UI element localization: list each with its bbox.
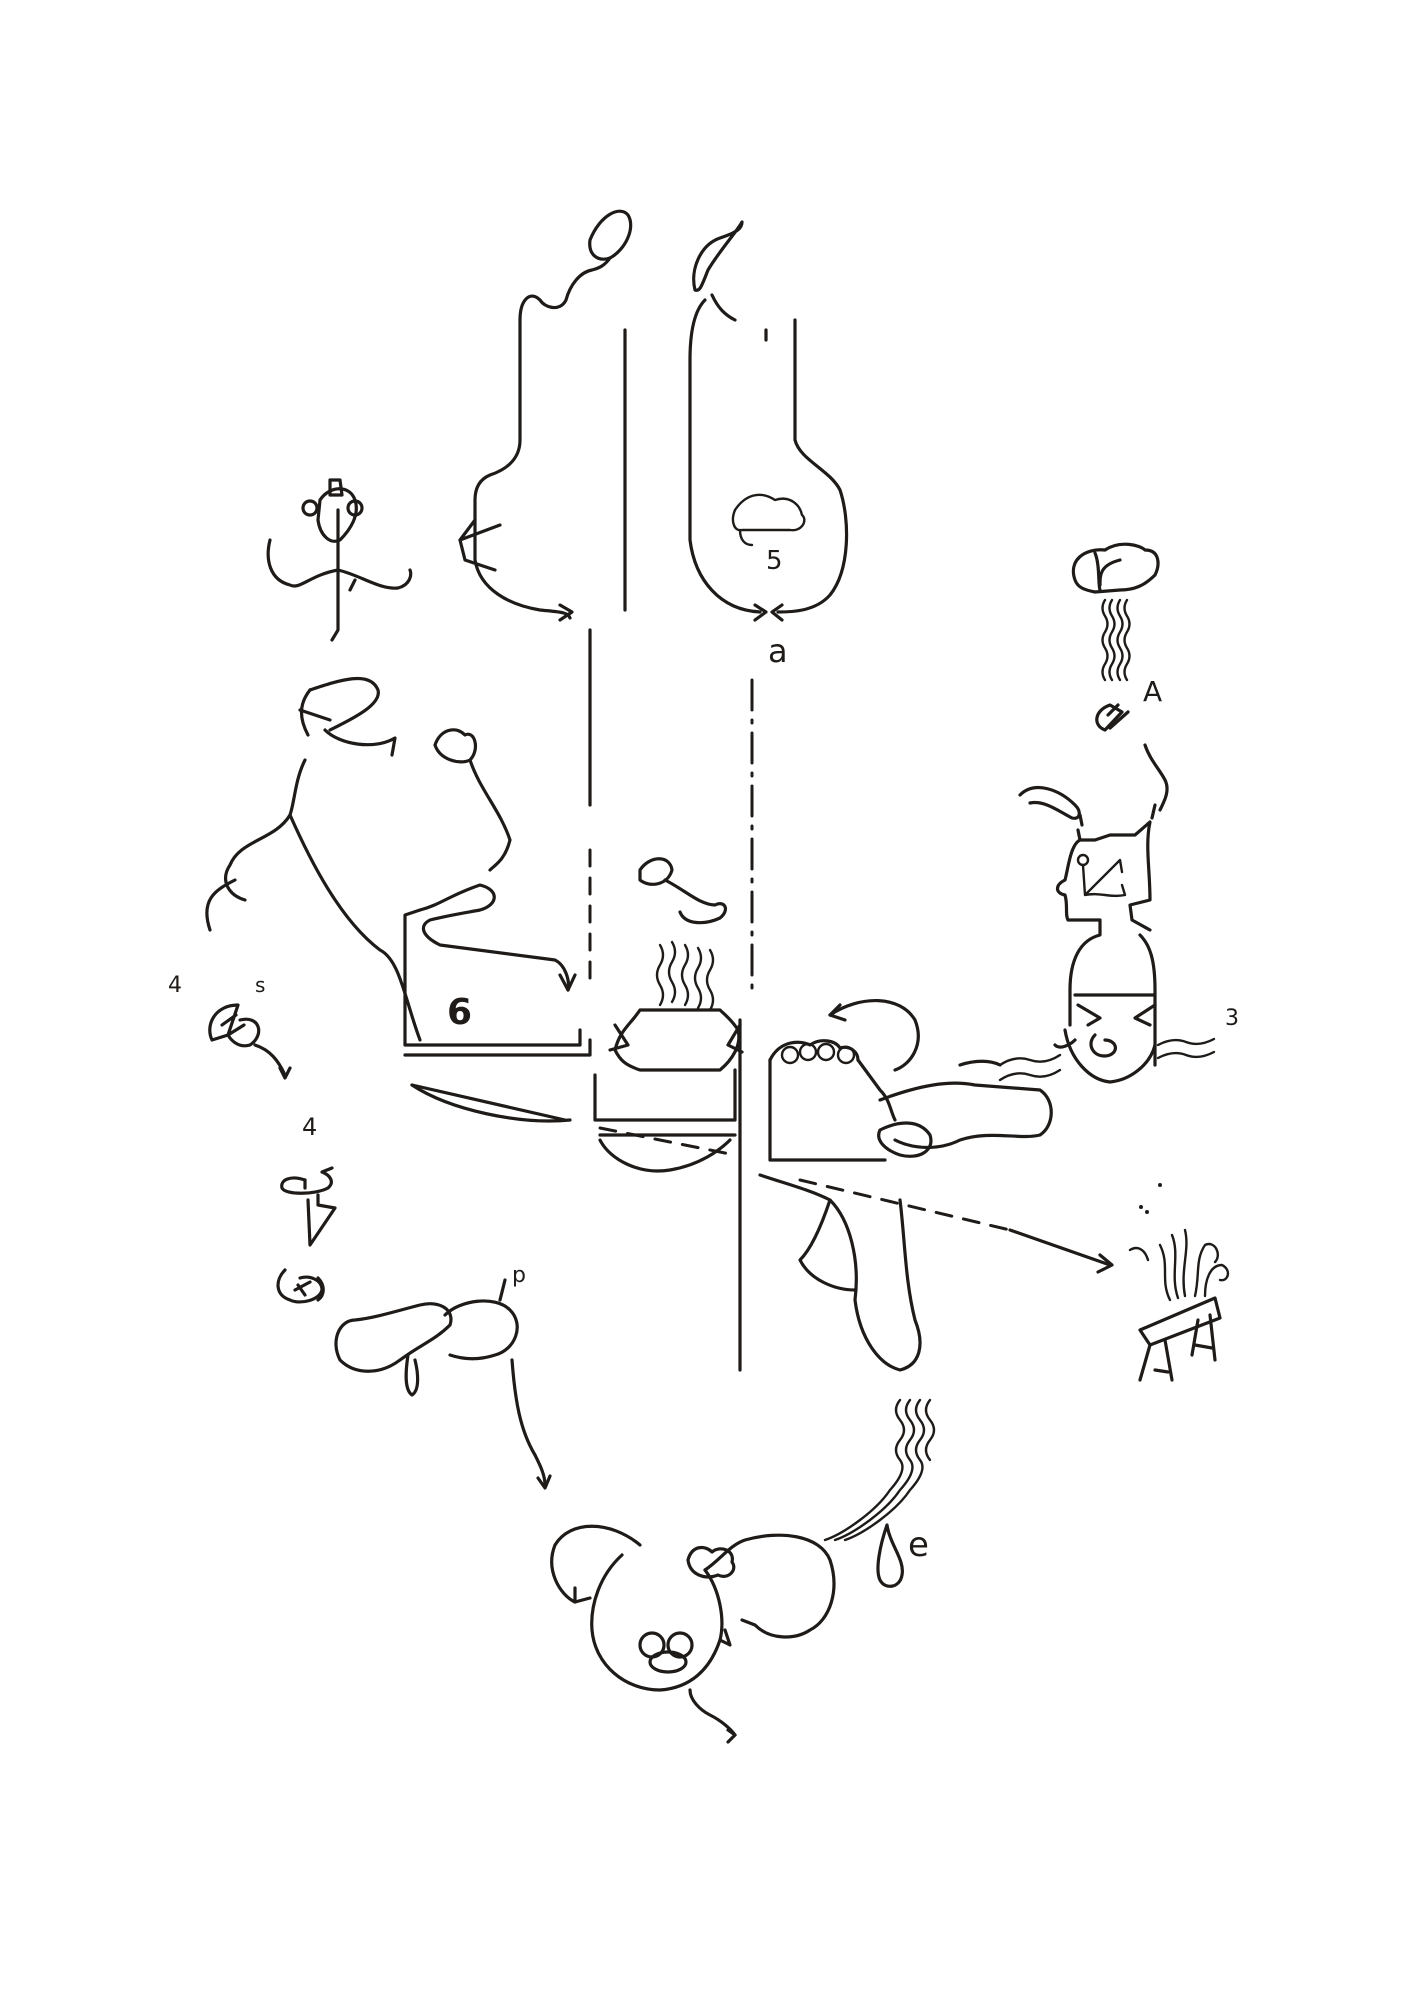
pear-letter-label: a <box>768 632 788 670</box>
steaming-pot <box>593 857 744 1173</box>
right-figure <box>958 743 1216 1084</box>
left-ball-arrow <box>208 1003 292 1080</box>
steaming-bench <box>1128 1183 1230 1382</box>
figure-number-label: 3 <box>1225 1006 1239 1031</box>
jug-figure <box>266 478 413 642</box>
head-box-complex <box>205 676 592 1123</box>
mouse-head <box>550 1524 836 1744</box>
spiral-arrow <box>280 1166 337 1247</box>
right-pear-shape <box>688 220 849 622</box>
kidney-shapes <box>276 1268 552 1490</box>
drop-letter-label: e <box>908 1525 929 1565</box>
right-pot-object <box>758 998 1114 1372</box>
teardrop-shape <box>876 1523 904 1588</box>
steam-lines <box>823 1398 936 1542</box>
left-pear-shape <box>458 209 633 622</box>
pear-number-label: 5 <box>766 546 783 576</box>
cloud-letter-label: A <box>1143 675 1163 708</box>
spiral-number-label: 4 <box>302 1113 318 1141</box>
cloud-shape <box>1071 542 1160 732</box>
box-number-label: 6 <box>447 992 473 1033</box>
left-superscript-label: s <box>255 973 266 997</box>
left-number-label: 4 <box>168 973 182 998</box>
hook-letter-label: p <box>512 1263 526 1288</box>
